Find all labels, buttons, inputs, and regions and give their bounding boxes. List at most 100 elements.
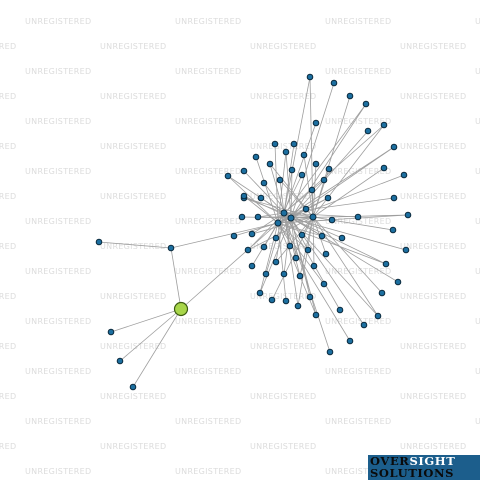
graph-node[interactable] (390, 194, 398, 202)
watermark-text: UNREGISTERED (0, 142, 16, 151)
graph-node[interactable] (312, 160, 320, 168)
graph-node[interactable] (262, 270, 270, 278)
graph-node[interactable] (326, 348, 334, 356)
graph-node[interactable] (336, 306, 344, 314)
graph-node[interactable] (268, 296, 276, 304)
graph-node[interactable] (328, 216, 336, 224)
graph-node[interactable] (248, 262, 256, 270)
graph-node[interactable] (320, 280, 328, 288)
graph-node[interactable] (280, 270, 288, 278)
watermark-text: UNREGISTERED (175, 117, 241, 126)
graph-edge (277, 222, 351, 342)
graph-node[interactable] (389, 226, 397, 234)
graph-node[interactable] (292, 254, 300, 262)
graph-node[interactable] (378, 289, 386, 297)
graph-node[interactable] (404, 211, 412, 219)
graph-node[interactable] (286, 242, 294, 250)
watermark-text: UNREGISTERED (175, 67, 241, 76)
graph-node[interactable] (390, 143, 398, 151)
graph-node[interactable] (240, 192, 248, 200)
graph-node[interactable] (272, 234, 280, 242)
graph-node[interactable] (338, 234, 346, 242)
graph-node[interactable] (324, 194, 332, 202)
graph-node[interactable] (346, 337, 354, 345)
graph-node[interactable] (402, 246, 410, 254)
graph-node[interactable] (107, 328, 115, 336)
graph-node[interactable] (129, 383, 137, 391)
watermark-text: UNREGISTERED (250, 392, 316, 401)
graph-node[interactable] (230, 232, 238, 240)
graph-node[interactable] (252, 153, 260, 161)
graph-node[interactable] (244, 246, 252, 254)
graph-node[interactable] (298, 231, 306, 239)
graph-node[interactable] (325, 165, 333, 173)
graph-edge (285, 151, 292, 219)
graph-node[interactable] (394, 278, 402, 286)
graph-node[interactable] (248, 230, 256, 238)
focus-node[interactable] (173, 301, 189, 317)
graph-node[interactable] (306, 293, 314, 301)
graph-node[interactable] (260, 243, 268, 251)
hub-node[interactable] (274, 219, 282, 227)
graph-node[interactable] (167, 244, 175, 252)
graph-node[interactable] (400, 171, 408, 179)
watermark-text: UNREGISTERED (400, 142, 466, 151)
graph-node[interactable] (282, 148, 290, 156)
graph-node[interactable] (312, 311, 320, 319)
graph-node[interactable] (296, 272, 304, 280)
graph-node[interactable] (312, 119, 320, 127)
graph-node[interactable] (364, 127, 372, 135)
graph-node[interactable] (330, 79, 338, 87)
graph-node[interactable] (310, 262, 318, 270)
graph-node[interactable] (238, 213, 246, 221)
graph-node[interactable] (308, 186, 316, 194)
graph-node[interactable] (374, 312, 382, 320)
graph-node[interactable] (282, 297, 290, 305)
graph-node[interactable] (346, 92, 354, 100)
graph-node[interactable] (382, 260, 390, 268)
hub-node[interactable] (287, 214, 295, 222)
hub-node[interactable] (280, 209, 288, 217)
graph-node[interactable] (240, 167, 248, 175)
graph-node[interactable] (320, 176, 328, 184)
graph-node[interactable] (254, 213, 262, 221)
watermark-text: UNREGISTERED (175, 17, 241, 26)
watermark-text: UNREGISTERED (325, 17, 391, 26)
watermark-text: UNREGISTERED (100, 392, 166, 401)
graph-node[interactable] (116, 357, 124, 365)
graph-node[interactable] (302, 205, 310, 213)
watermark-text: UNREGISTERED (175, 417, 241, 426)
graph-edge (290, 217, 387, 265)
watermark-text: UNREGISTERED (475, 17, 480, 26)
graph-node[interactable] (354, 213, 362, 221)
graph-node[interactable] (257, 194, 265, 202)
graph-node[interactable] (380, 164, 388, 172)
graph-node[interactable] (360, 321, 368, 329)
watermark-text: UNREGISTERED (175, 367, 241, 376)
graph-node[interactable] (276, 176, 284, 184)
graph-node[interactable] (306, 73, 314, 81)
graph-node[interactable] (294, 302, 302, 310)
graph-node[interactable] (298, 171, 306, 179)
graph-node[interactable] (300, 151, 308, 159)
graph-node[interactable] (271, 140, 279, 148)
graph-edge (277, 216, 314, 224)
graph-node[interactable] (362, 100, 370, 108)
graph-edge (255, 156, 279, 224)
graph-node[interactable] (260, 179, 268, 187)
graph-node[interactable] (272, 258, 280, 266)
graph-node[interactable] (304, 246, 312, 254)
graph-node[interactable] (318, 232, 326, 240)
hub-node[interactable] (309, 213, 317, 221)
graph-node[interactable] (288, 166, 296, 174)
graph-node[interactable] (95, 238, 103, 246)
graph-node[interactable] (266, 160, 274, 168)
graph-edge (297, 216, 314, 307)
graph-node[interactable] (290, 140, 298, 148)
graph-node[interactable] (380, 121, 388, 129)
graph-edge (312, 168, 330, 218)
graph-node[interactable] (322, 250, 330, 258)
watermark-text: UNREGISTERED (400, 292, 466, 301)
graph-node[interactable] (256, 289, 264, 297)
graph-node[interactable] (224, 172, 232, 180)
